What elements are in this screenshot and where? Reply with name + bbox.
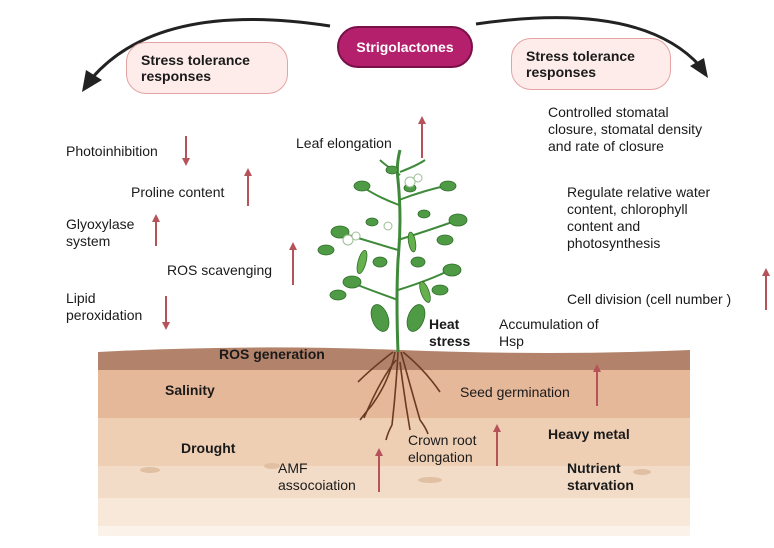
lipid-line-2: peroxidation (66, 307, 143, 323)
ros-generation-label: ROS generation (219, 346, 325, 362)
amf-association-label: AMF assocoiation (278, 460, 356, 494)
lipid-peroxidation-down-arrow (162, 296, 170, 330)
water-line-4: photosynthesis (567, 235, 661, 251)
hsp-line-1: Accumulation of (499, 316, 599, 332)
plant-roots (357, 351, 441, 441)
photoinhibition-down-arrow (182, 136, 190, 166)
right-curved-arrow (475, 16, 702, 68)
amf-up-arrow (375, 448, 383, 492)
heat-line-1: Heat (429, 316, 460, 332)
left-curved-arrow (90, 18, 331, 79)
heat-line-2: stress (429, 333, 471, 349)
left-stress-tolerance-header: Stress tolerance responses (126, 42, 288, 94)
hsp-accumulation-label: Accumulation of Hsp (499, 316, 599, 350)
water-line-3: content and (567, 218, 641, 234)
glyoxylase-up-arrow (152, 214, 160, 246)
crown-line-1: Crown root (408, 432, 477, 448)
glyoxylase-line-2: system (66, 233, 111, 249)
cell-division-label: Cell division (cell number ) (567, 291, 732, 307)
proline-up-arrow (244, 168, 252, 206)
plant-illustration (317, 149, 468, 441)
crown-line-2: elongation (408, 449, 473, 465)
left-curved-arrowhead (82, 70, 102, 92)
stomatal-closure-label: Controlled stomatal closure, stomatal de… (548, 104, 702, 155)
relative-water-label: Regulate relative water content, chlorop… (567, 184, 710, 252)
cell-division-up-arrow (762, 268, 770, 310)
ros-scavenging-up-arrow (289, 242, 297, 285)
hsp-line-2: Hsp (499, 333, 524, 349)
stomatal-line-3: and rate of closure (548, 138, 664, 154)
effect-arrows (152, 116, 770, 492)
glyoxylase-system-label: Glyoxylase system (66, 216, 134, 250)
nutrient-line-1: Nutrient (567, 460, 621, 476)
crown-root-elongation-label: Crown root elongation (408, 432, 476, 466)
salinity-label: Salinity (165, 382, 215, 398)
glyoxylase-line-1: Glyoxylase (66, 216, 135, 232)
water-line-2: content, chlorophyll (567, 201, 688, 217)
heavy-metal-label: Heavy metal (548, 426, 630, 442)
drought-label: Drought (181, 440, 236, 456)
photoinhibition-label: Photoinhibition (66, 143, 158, 159)
leaf-elongation-label: Leaf elongation (296, 135, 392, 151)
leaf-elongation-up-arrow (418, 116, 426, 158)
lipid-line-1: Lipid (66, 290, 96, 306)
strigolactones-label: Strigolactones (337, 26, 473, 68)
seed-germination-label: Seed germination (460, 384, 570, 400)
nutrient-line-2: starvation (567, 477, 634, 493)
crown-root-up-arrow (493, 424, 501, 466)
ros-scavenging-label: ROS scavenging (167, 262, 273, 278)
amf-line-2: assocoiation (278, 477, 356, 493)
proline-content-label: Proline content (131, 184, 225, 200)
heat-stress-label: Heat stress (429, 316, 470, 350)
soil-layers (98, 347, 690, 536)
right-curved-arrowhead (690, 58, 708, 78)
stomatal-line-2: closure, stomatal density (548, 121, 703, 137)
right-stress-tolerance-header: Stress tolerance responses (511, 38, 671, 90)
curved-arrows (90, 16, 702, 79)
nutrient-starvation-label: Nutrient starvation (567, 460, 634, 494)
seed-germination-up-arrow (593, 364, 601, 406)
lipid-peroxidation-label: Lipid peroxidation (66, 290, 142, 324)
water-line-1: Regulate relative water (567, 184, 711, 200)
stomatal-line-1: Controlled stomatal (548, 104, 669, 120)
amf-line-1: AMF (278, 460, 308, 476)
